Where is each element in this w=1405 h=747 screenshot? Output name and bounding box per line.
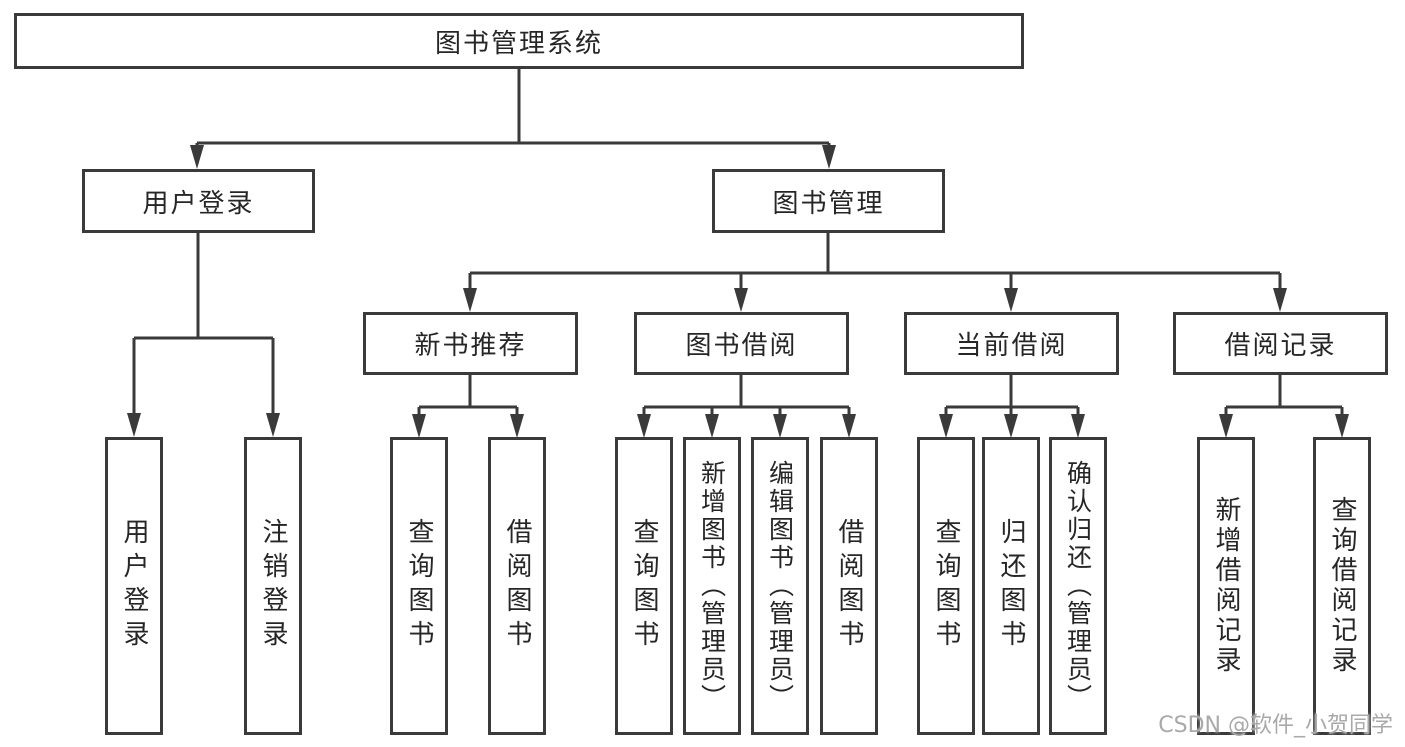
node-new-book-recommend-label: 新书推荐	[414, 331, 527, 361]
leaf-confirm-return-admin: 确认归还（管理员）	[1049, 437, 1107, 735]
leaf-query-books-recommend-label: 查询图书	[404, 518, 434, 654]
leaf-return-books: 归还图书	[982, 437, 1040, 735]
leaf-query-books-borrowing-label: 查询图书	[629, 518, 659, 654]
leaf-borrow-books-recommend-label: 借阅图书	[502, 518, 532, 654]
leaf-user-login-label: 用户登录	[119, 518, 149, 654]
leaf-borrow-books: 借阅图书	[820, 437, 878, 735]
leaf-query-borrow-record: 查询借阅记录	[1313, 437, 1371, 735]
leaf-return-books-label: 归还图书	[996, 518, 1026, 654]
leaf-query-books-borrowing: 查询图书	[615, 437, 673, 735]
leaf-borrow-books-recommend: 借阅图书	[488, 437, 546, 735]
node-current-borrowing-label: 当前借阅	[955, 331, 1068, 361]
leaf-add-borrow-record: 新增借阅记录	[1197, 437, 1255, 735]
node-borrowing-records-label: 借阅记录	[1224, 331, 1337, 361]
leaf-edit-books-admin: 编辑图书（管理员）	[751, 437, 809, 735]
leaf-query-borrow-record-label: 查询借阅记录	[1327, 496, 1357, 676]
node-book-management-label: 图书管理	[772, 188, 885, 219]
node-root-system: 图书管理系统	[14, 13, 1024, 69]
leaf-logout: 注销登录	[244, 437, 302, 735]
leaf-borrow-books-label: 借阅图书	[834, 518, 864, 654]
node-book-management: 图书管理	[712, 169, 945, 233]
leaf-query-books-recommend: 查询图书	[390, 437, 448, 735]
node-user-login: 用户登录	[82, 169, 315, 233]
csdn-watermark: CSDN @软件_小贺同学	[1158, 713, 1393, 738]
node-new-book-recommend: 新书推荐	[363, 312, 578, 375]
leaf-logout-label: 注销登录	[258, 518, 288, 654]
node-root-label: 图书管理系统	[434, 28, 603, 59]
node-borrowing-records: 借阅记录	[1173, 312, 1388, 375]
leaf-add-books-admin-label: 新增图书（管理员）	[697, 460, 727, 712]
node-book-borrowing: 图书借阅	[634, 312, 849, 375]
leaf-user-login: 用户登录	[105, 437, 163, 735]
leaf-query-books-current: 查询图书	[917, 437, 975, 735]
leaf-add-books-admin: 新增图书（管理员）	[683, 437, 741, 735]
node-book-borrowing-label: 图书借阅	[685, 331, 798, 361]
node-current-borrowing: 当前借阅	[904, 312, 1119, 375]
arrowheads	[127, 145, 1349, 438]
leaf-edit-books-admin-label: 编辑图书（管理员）	[765, 460, 795, 712]
node-user-login-label: 用户登录	[142, 188, 255, 219]
leaf-add-borrow-record-label: 新增借阅记录	[1211, 496, 1241, 676]
leaf-confirm-return-admin-label: 确认归还（管理员）	[1063, 460, 1093, 712]
leaf-query-books-current-label: 查询图书	[931, 518, 961, 654]
